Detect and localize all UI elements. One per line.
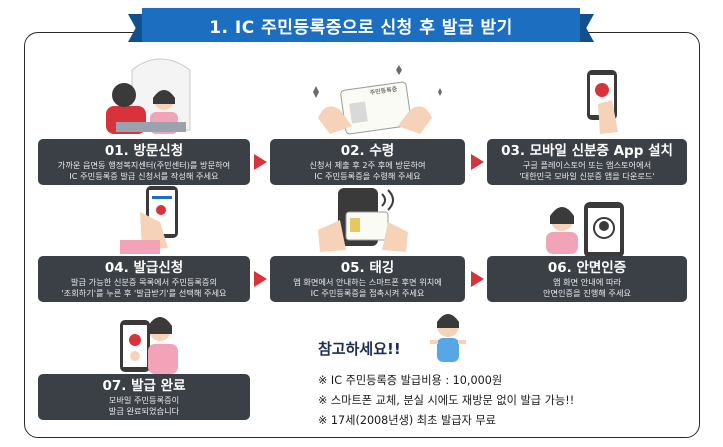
step-title: 모바일 신분증 App 설치 (529, 143, 673, 159)
step-number: 01. (104, 143, 129, 159)
step-number: 02. (340, 143, 365, 159)
step-card-5: 05. 태깅 앱 화면에서 안내하는 스마트폰 후면 위치에 IC 주민등록증을… (270, 256, 465, 302)
step-desc-line1: 구글 플레이스토어 또는 앱스토어에서 (522, 160, 652, 170)
step-title: 수령 (369, 143, 395, 159)
step-card-1: 01. 방문신청 가까운 읍면동 행정복지센터(주민센터)를 방문하여 IC 주… (38, 139, 250, 185)
step-card-3: 03. 모바일 신분증 App 설치 구글 플레이스토어 또는 앱스토어에서 '… (487, 139, 687, 185)
step-card-7: 07. 발급 완료 모바일 주민등록증이 발급 완료되었습니다 (38, 374, 250, 420)
step-number: 05. (340, 260, 365, 276)
step-number: 07. (102, 378, 127, 394)
step-desc-line2: IC 주민등록증을 접촉시켜 주세요 (310, 288, 425, 298)
note-item: ※ IC 주민등록증 발급비용 : 10,000원 (318, 374, 503, 387)
note-item: ※ 스마트폰 교체, 분실 시에도 재방문 없이 발급 가능!! (318, 394, 575, 407)
step-number: 04. (104, 260, 129, 276)
step-desc-line2: 안면인증을 진행해 주세요 (542, 288, 632, 298)
step-desc-line2: '대한민국 모바일 신분증 앱을 다운로드' (519, 171, 655, 181)
step-title: 안면인증 (576, 260, 627, 276)
face-auth-illustration (546, 202, 624, 258)
step-desc-line2: 발급 완료되었습니다 (108, 406, 180, 416)
issue-complete-illustration (120, 317, 178, 374)
note-item: ※ 17세(2008년생) 최초 발급자 무료 (318, 414, 496, 427)
step-desc-line1: 신청서 제출 후 2주 후에 방문하여 (309, 160, 426, 170)
card-label: 주민등록증 (369, 85, 398, 97)
step-title: 방문신청 (133, 143, 184, 159)
tagging-illustration (318, 188, 408, 252)
title-ribbon: 1. IC 주민등록증으로 신청 후 발급 받기 (128, 8, 594, 42)
page-title: 1. IC 주민등록증으로 신청 후 발급 받기 (142, 8, 580, 42)
step-desc-line1: 모바일 주민등록증이 (108, 395, 180, 405)
step-card-4: 04. 발급신청 발급 가능한 신분증 목록에서 주민등록증의 '조회하기'를 … (38, 256, 250, 302)
app-install-illustration (587, 70, 618, 134)
id-card-receive-illustration: 주민등록증 (313, 65, 442, 135)
step-title: 발급신청 (133, 260, 184, 276)
arrow-2-to-3 (471, 154, 484, 170)
step-number: 06. (547, 260, 572, 276)
step-desc-line1: 앱 화면 안내에 따라 (552, 277, 622, 287)
arrow-1-to-2 (254, 154, 267, 170)
arrow-4-to-5 (254, 271, 267, 287)
arrow-5-to-6 (471, 271, 484, 287)
step-title: 발급 완료 (131, 378, 186, 394)
notes-title: 참고하세요!! (318, 340, 401, 358)
step-title: 태깅 (369, 260, 395, 276)
issue-request-illustration (120, 186, 178, 254)
step-desc-line2: IC 주민등록증을 수령해 주세요 (314, 171, 421, 181)
step-card-2: 02. 수령 신청서 제출 후 2주 후에 방문하여 IC 주민등록증을 수령해… (270, 139, 465, 185)
step-number: 03. (501, 143, 525, 159)
step-desc-line1: 가까운 읍면동 행정복지센터(주민센터)를 방문하여 (57, 160, 231, 170)
step-desc-line1: 앱 화면에서 안내하는 스마트폰 후면 위치에 (293, 277, 442, 287)
step-card-6: 06. 안면인증 앱 화면 안내에 따라 안면인증을 진행해 주세요 (487, 256, 687, 302)
step-desc-line2: IC 주민등록증 발급 신청서를 작성해 주세요 (69, 171, 219, 181)
guide-character-illustration (430, 314, 466, 362)
office-visit-illustration (106, 58, 191, 134)
step-desc-line2: '조회하기'를 누른 후 '발급받기'를 선택해 주세요 (61, 288, 227, 298)
step-desc-line1: 발급 가능한 신분증 목록에서 주민등록증의 (71, 277, 217, 287)
